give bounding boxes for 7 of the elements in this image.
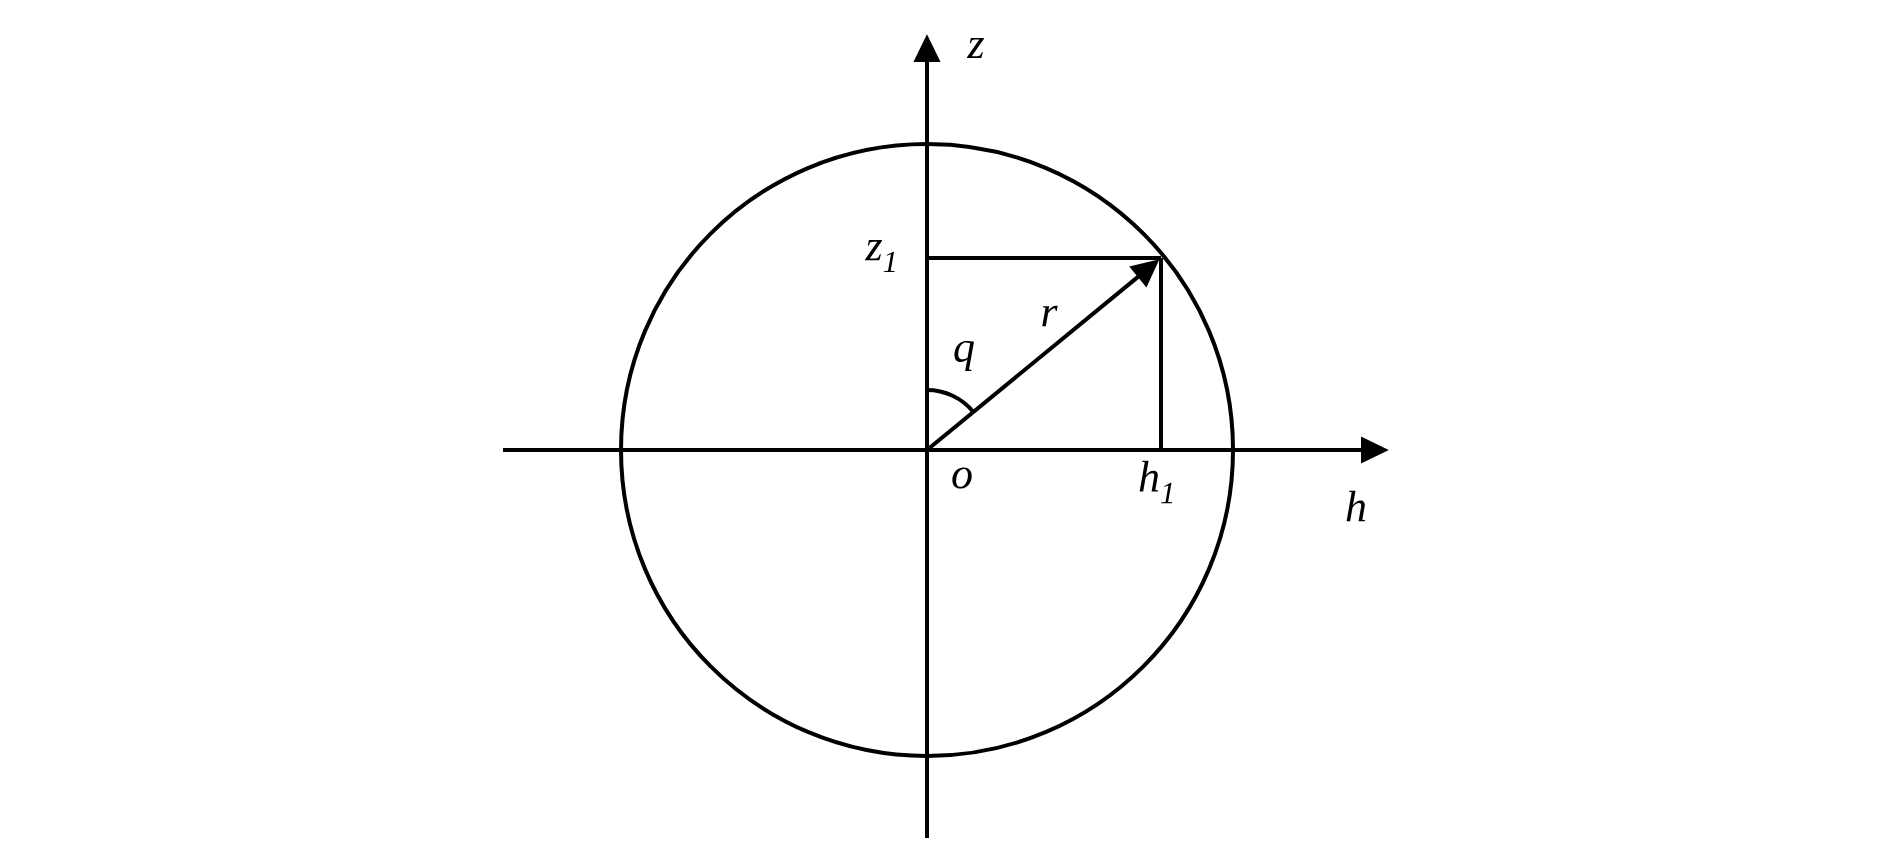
axis-label: z [966,37,984,59]
axis-label: h [1346,490,1366,522]
radius-label: r [1042,305,1058,327]
point-label: h$_{1}$ [1139,460,1173,504]
angle-label: q [954,340,974,372]
point-label: z$_{1}$ [865,240,895,272]
origin-label: o [952,467,972,489]
